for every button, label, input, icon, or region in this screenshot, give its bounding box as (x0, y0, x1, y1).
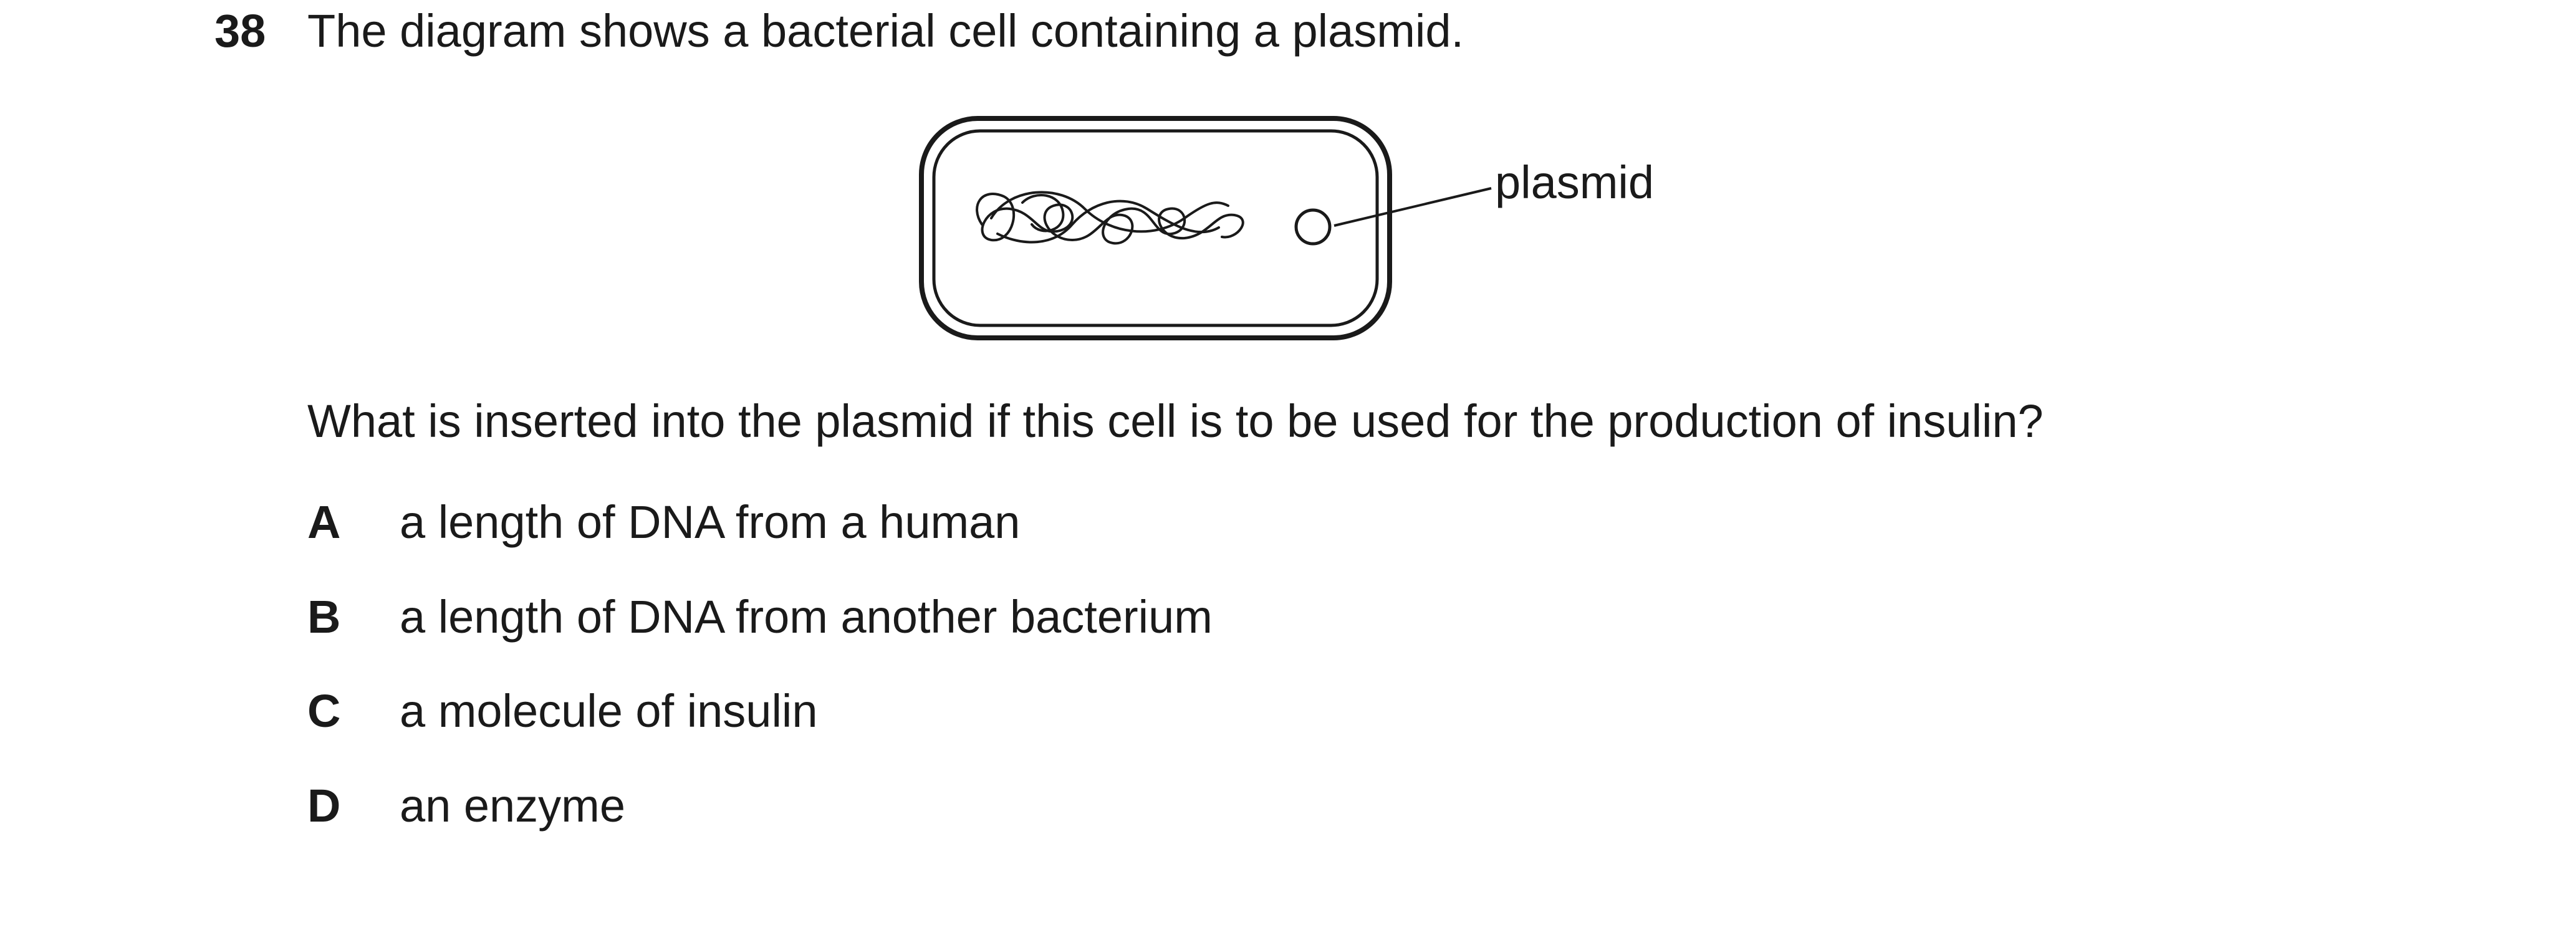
option-text: an enzyme (400, 780, 625, 832)
plasmid-label: plasmid (1495, 156, 1654, 208)
option-letter: D (307, 780, 341, 832)
option-text: a length of DNA from a human (400, 496, 1021, 548)
cell-wall-outer (919, 116, 1392, 340)
option-letter: A (307, 496, 341, 548)
question-stem: The diagram shows a bacterial cell conta… (307, 5, 1464, 57)
plasmid-ring (1294, 208, 1332, 246)
question-prompt: What is inserted into the plasmid if thi… (307, 395, 2044, 447)
option-text: a length of DNA from another bacterium (400, 591, 1213, 643)
question-number: 38 (214, 5, 266, 57)
bacterial-cell-diagram: plasmid (919, 116, 1654, 340)
option-text: a molecule of insulin (400, 685, 818, 737)
chromosomal-dna (976, 191, 1244, 245)
option-letter: B (307, 591, 341, 643)
option-letter: C (307, 685, 341, 737)
cell-membrane-inner (932, 129, 1379, 327)
plasmid-leader-line (1334, 187, 1492, 227)
